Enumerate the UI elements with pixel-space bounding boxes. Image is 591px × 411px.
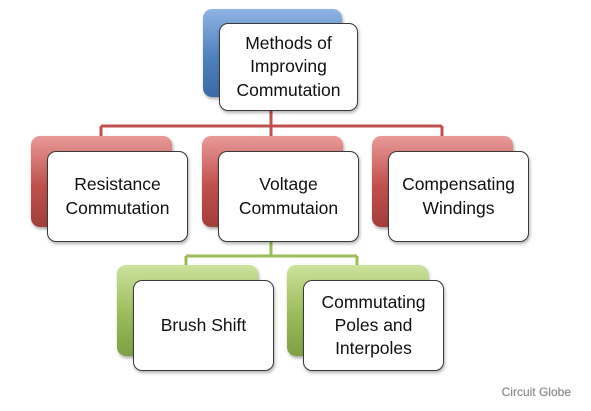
node-brush-shift-box: Brush Shift	[133, 280, 274, 371]
node-compensating-label: Compensating Windings	[402, 174, 515, 218]
node-brush-shift-label: Brush Shift	[160, 314, 247, 335]
watermark: Circuit Globe	[501, 385, 571, 399]
node-voltage-box: Voltage Commutaion	[218, 151, 359, 242]
root-connectors	[99, 108, 444, 138]
voltage-connectors	[184, 241, 359, 266]
node-resistance-box: Resistance Commutation	[47, 151, 188, 242]
node-commutating-poles-label: Commutating Poles and Interpoles	[321, 291, 426, 359]
node-voltage-label: Voltage Commutaion	[238, 174, 339, 218]
node-resistance-label: Resistance Commutation	[65, 174, 170, 218]
node-commutating-poles-box: Commutating Poles and Interpoles	[303, 280, 444, 371]
node-root-box: Methods of Improving Commutation	[219, 23, 358, 111]
node-compensating-box: Compensating Windings	[388, 151, 529, 242]
node-root-label: Methods of Improving Commutation	[236, 33, 341, 100]
